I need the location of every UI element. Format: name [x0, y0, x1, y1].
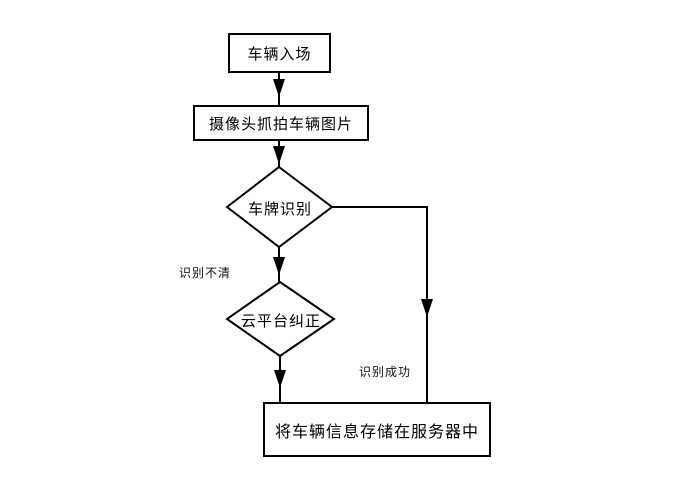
arrowhead-cloud-to-store-icon	[274, 370, 286, 388]
node-camera-capture-label: 摄像头抓拍车辆图片	[208, 114, 353, 133]
node-cloud-correction-label: 云平台纠正	[240, 312, 321, 330]
decision-shape-recognize	[225, 165, 334, 249]
edge-label-recognition-unclear: 识别不清	[179, 266, 232, 280]
arrowhead-capture-to-recognize-icon	[273, 146, 285, 164]
node-camera-capture: 摄像头抓拍车辆图片	[193, 105, 369, 141]
node-plate-recognition-label: 车牌识别	[247, 200, 312, 218]
node-store-server: 将车辆信息存储在服务器中	[263, 402, 491, 457]
edge-recognize-to-store	[332, 206, 428, 403]
node-store-server-label: 将车辆信息存储在服务器中	[274, 421, 479, 441]
edge-label-recognition-success: 识别成功	[359, 365, 412, 379]
node-vehicle-entry-label: 车辆入场	[247, 44, 312, 63]
arrowhead-start-to-capture-icon	[273, 79, 285, 97]
node-vehicle-entry: 车辆入场	[228, 33, 331, 73]
arrowhead-recognize-to-cloud-icon	[273, 257, 285, 275]
arrowhead-recognize-to-store-icon	[421, 299, 433, 317]
decision-shape-cloud	[225, 280, 336, 358]
